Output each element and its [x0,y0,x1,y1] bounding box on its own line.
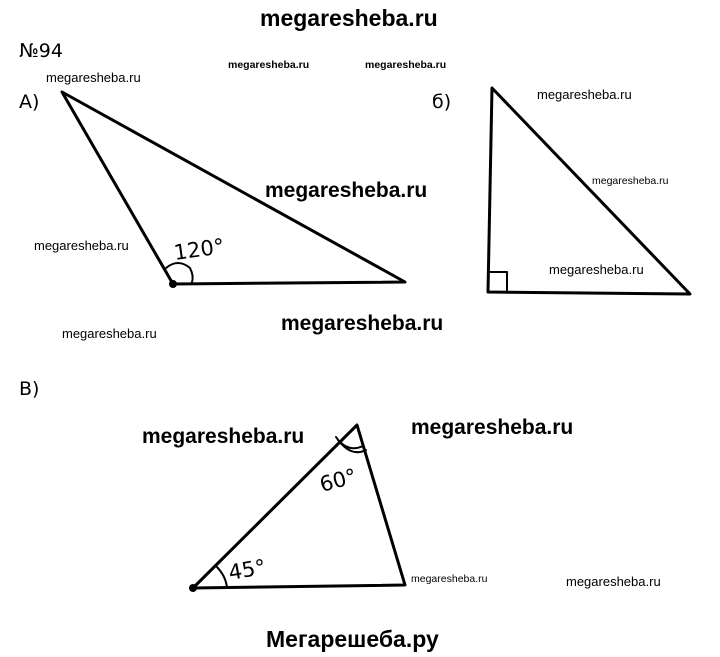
watermark: megaresheba.ru [411,573,488,585]
watermark: megaresheba.ru [228,59,310,71]
watermark: megaresheba.ru [142,425,305,448]
header-watermark: megaresheba.ru [260,5,438,31]
watermark: megaresheba.ru [46,70,141,85]
angle-mark-c-45 [215,565,228,589]
watermark: megaresheba.ru [365,59,447,71]
watermark: megaresheba.ru [281,312,444,335]
watermark: megaresheba.ru [265,179,428,202]
angle-c-45-label: 45° [227,555,268,585]
angle-a-label: 120° [172,234,225,265]
watermark: megaresheba.ru [34,238,129,253]
watermark: megaresheba.ru [62,326,157,341]
triangle-a [60,90,407,286]
watermark: megaresheba.ru [566,574,661,589]
watermark: megaresheba.ru [537,87,632,102]
right-angle-mark-b [488,271,508,293]
triangle-b [486,86,692,296]
part-c-label: В) [19,378,40,400]
angle-mark-c-60 [335,436,367,454]
angle-c-60-label: 60° [317,464,359,497]
problem-number: №94 [19,40,63,62]
part-a-label: А) [19,91,40,113]
triangle-c [191,423,407,590]
angle-mark-a [165,262,194,283]
watermark: megaresheba.ru [592,175,669,187]
part-b-label: б) [432,91,452,113]
watermark: megaresheba.ru [549,262,644,277]
footer-watermark: Мегарешеба.ру [266,626,439,652]
watermark: megaresheba.ru [411,416,574,439]
